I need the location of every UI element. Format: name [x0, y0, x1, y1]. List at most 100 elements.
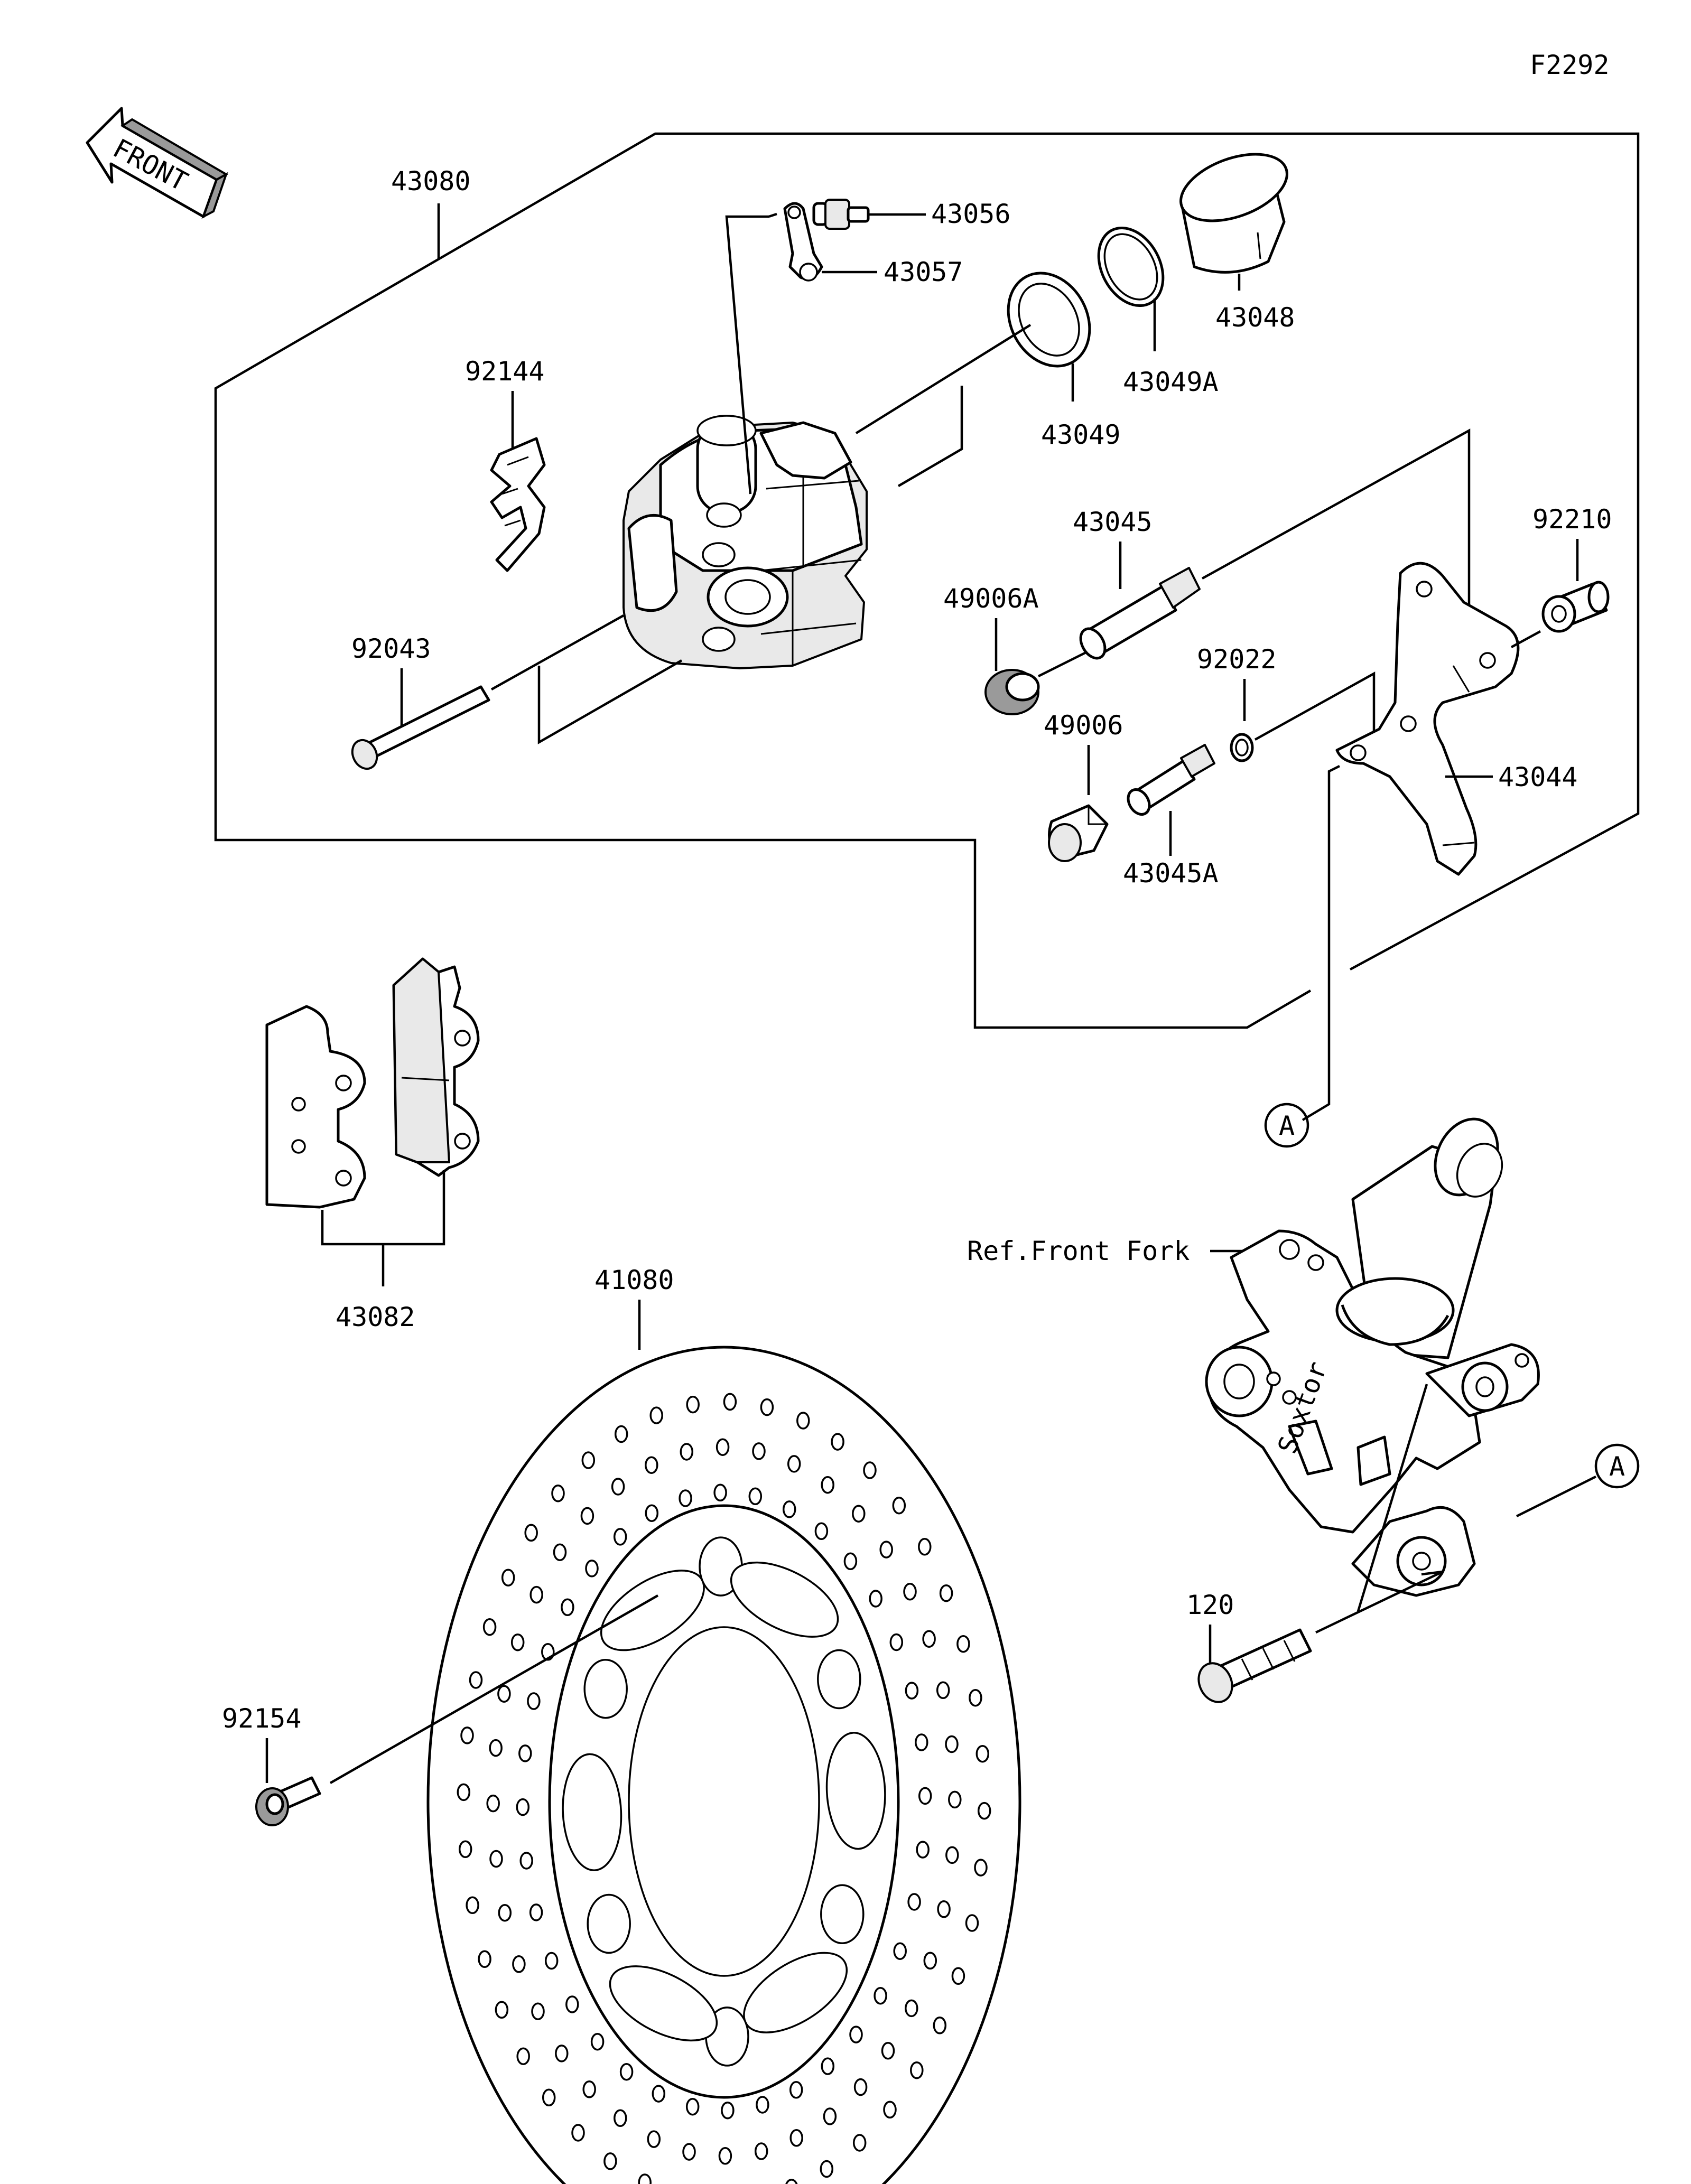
disc-hole [555, 2045, 569, 2062]
brake-pad-right [392, 957, 480, 1177]
disc-hole [524, 1524, 538, 1542]
disc-hole [789, 2081, 803, 2099]
figure-code: F2292 [1530, 50, 1610, 80]
label-120: 120 [1186, 1590, 1234, 1620]
disc-hole [945, 1735, 959, 1753]
seal [1007, 272, 1091, 368]
disc-hole [965, 1914, 979, 1932]
label-49006a: 49006A [943, 583, 1039, 614]
label-92144: 92144 [465, 356, 545, 387]
disc-hole [482, 1618, 497, 1636]
disc-hole [713, 1483, 727, 1502]
disc-hole [785, 2179, 798, 2184]
disc-hole [529, 1903, 543, 1921]
disc-hole [501, 1569, 515, 1586]
boot [1048, 804, 1109, 862]
disc-hole [916, 1841, 930, 1859]
disc-hole [457, 1783, 471, 1802]
disc-hole [945, 1846, 959, 1864]
disc-hole [969, 1688, 982, 1707]
caliper-body [622, 415, 868, 669]
disc-hole [948, 1790, 962, 1809]
disc-hole [893, 1942, 907, 1960]
label-41080: 41080 [594, 1265, 674, 1295]
label-49006: 49006 [1044, 710, 1123, 741]
disc-hole [466, 1896, 479, 1915]
disc-hole [614, 2109, 627, 2127]
disc-hole [518, 1744, 532, 1762]
disc-hole [977, 1802, 991, 1820]
disc-hole [723, 1393, 737, 1411]
disc-hole [974, 1859, 988, 1877]
label-43045a: 43045A [1123, 858, 1219, 889]
disc-hole [752, 1442, 766, 1460]
disc-hole [716, 1438, 730, 1456]
pad-pin [351, 685, 490, 770]
caliper-assy-border [655, 132, 1640, 970]
disc-hole [883, 2101, 897, 2119]
disc-hole [486, 1794, 500, 1813]
callout-a-upper [1264, 1103, 1309, 1148]
disc-hole [831, 1433, 844, 1451]
disc-window [825, 1732, 886, 1850]
bleeder-cap [783, 202, 823, 282]
disc-hole [874, 1986, 887, 2005]
disc-hole [458, 1840, 472, 1859]
disc-hole [551, 1484, 565, 1502]
disc-hole [821, 2057, 835, 2075]
disc-hole [889, 1633, 904, 1651]
disc-hole [469, 1671, 483, 1689]
disc-hole [645, 1504, 659, 1522]
disc-hole [679, 1489, 692, 1507]
label-43049a: 43049A [1123, 367, 1219, 397]
caliper-bolt [1197, 1628, 1312, 1703]
disc-hole [516, 1798, 530, 1816]
disc-hole [956, 1635, 970, 1653]
disc-hole [565, 1995, 579, 2013]
disc-hole [544, 1952, 559, 1970]
disc-hole [951, 1967, 965, 1985]
disc-hole [748, 1487, 763, 1506]
disc-hole [789, 2129, 803, 2147]
label-92210: 92210 [1532, 504, 1612, 535]
label-43045: 43045 [1073, 507, 1153, 537]
disc-hole [933, 2017, 947, 2034]
disc-hole [718, 2147, 732, 2165]
circlip [1230, 733, 1254, 762]
disc-hole [613, 1528, 627, 1546]
disc-hole [645, 1456, 658, 1474]
disc-hole [892, 1496, 906, 1515]
disc-window [562, 1753, 622, 1871]
disc-hole [843, 1552, 858, 1571]
disc-hole [571, 2124, 585, 2142]
disc-hole [915, 1733, 928, 1751]
callout-a-upper-label: A [1279, 1110, 1295, 1141]
disc-hole [923, 1952, 937, 1970]
disc-hole [685, 2097, 700, 2116]
disc-hole [823, 2107, 837, 2125]
disc-bolt [255, 1776, 321, 1826]
disc-hole [478, 1950, 491, 1968]
front-direction-arrow-icon: FRONT [86, 107, 229, 219]
disc-hole [682, 2143, 696, 2161]
disc-hole [580, 1507, 594, 1525]
disc-hole [922, 1630, 936, 1648]
label-43082: 43082 [336, 1302, 415, 1332]
disc-hole [516, 2047, 530, 2065]
disc-hole [460, 1726, 474, 1744]
disc-hole [527, 1692, 541, 1710]
disc-hole [760, 1398, 774, 1416]
disc-hole [936, 1681, 950, 1700]
disc-hole [614, 1425, 628, 1443]
caliper-pin-a [1127, 744, 1215, 816]
bleeder-valve [812, 199, 870, 230]
disc-hole [853, 2078, 868, 2096]
disc-hole [553, 1543, 567, 1561]
disc-rivet [820, 1884, 865, 1945]
disc-hole [820, 2160, 834, 2178]
disc-hole [907, 1893, 921, 1911]
disc-hole [918, 1538, 932, 1556]
disc-hole [852, 1505, 866, 1523]
disc-hole [611, 1478, 625, 1496]
disc-hole [975, 1744, 990, 1763]
